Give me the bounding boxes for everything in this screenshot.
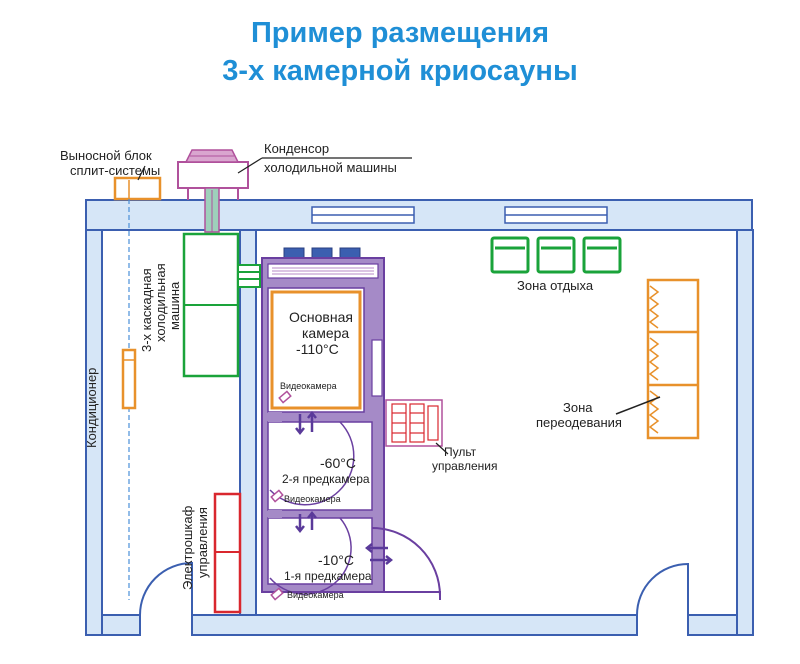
cascade-connector (237, 264, 261, 288)
main-chamber-temp: -110°С (296, 341, 339, 357)
locker-box (646, 278, 700, 440)
rest-zone-label: Зона отдыха (517, 278, 594, 293)
condenser-unit (177, 149, 412, 233)
rest-zone-chairs (490, 236, 622, 274)
arrows-main (295, 410, 317, 436)
prechamber-1 (267, 517, 373, 585)
door-right (636, 562, 689, 616)
condenser-box (177, 161, 249, 189)
prechamber-1-temp: -10°С (318, 552, 354, 568)
conditioner-box (121, 348, 137, 410)
split-unit-box (113, 176, 162, 201)
camera-label-1: Видеокамера (280, 381, 337, 391)
control-panel-label-1: Пульт (444, 445, 477, 459)
changing-zone-label-1: Зона (563, 400, 593, 415)
door-left (139, 561, 193, 616)
main-chamber-inner (270, 290, 362, 410)
bottom-wall-middle (191, 614, 638, 636)
split-label-2: сплит-системы (70, 163, 160, 178)
video-cameras (270, 390, 292, 601)
prechamber-2 (267, 421, 373, 511)
cascade-label-1: 3-х каскадная (139, 268, 154, 352)
conditioner-label: Кондиционер (84, 368, 99, 448)
arrows-entrance (364, 543, 394, 565)
split-label-1: Выносной блок (60, 148, 152, 163)
title-line-2: 3-х камерной криосауны (222, 55, 578, 87)
top-wall (85, 199, 753, 231)
inner-wall (239, 229, 257, 631)
camera-label-3: Видеокамера (287, 590, 344, 600)
camera-label-2: Видеокамера (284, 494, 341, 504)
labels: Выносной блок сплит-системы Конденсор хо… (60, 141, 622, 600)
electric-cabinet (213, 492, 242, 614)
prechamber-1-name: 1-я предкамера (284, 569, 372, 583)
title-line-1: Пример размещения (250, 17, 550, 49)
cabinet-label-1: Электрошкаф (180, 505, 195, 590)
prechamber-2-name: 2-я предкамера (282, 472, 370, 486)
arrows-pre2 (295, 510, 317, 534)
cascade-label-2: холодильная (153, 263, 168, 342)
control-panel (385, 399, 443, 447)
left-wall (85, 229, 103, 636)
camera-icon (270, 489, 284, 503)
right-wall (736, 229, 754, 636)
camera-icon (270, 587, 284, 601)
chair-icon (490, 236, 530, 274)
doors (139, 561, 689, 616)
condenser-label-2: холодильной машины (264, 160, 397, 175)
chair-icon (536, 236, 576, 274)
cascade-label-3: машина (167, 281, 182, 330)
sauna-top-units (283, 247, 361, 259)
prechamber-2-temp: -60°С (320, 455, 356, 471)
cabinet-label-2: управления (195, 507, 210, 578)
changing-zone-lockers (646, 278, 700, 440)
main-chamber-label-1: Основная (289, 309, 353, 325)
changing-zone-label-2: переодевания (536, 415, 622, 430)
windows (311, 206, 608, 224)
flow-arrows (295, 410, 394, 565)
conditioner-unit (121, 348, 137, 410)
main-chamber-label-2: камера (302, 325, 349, 341)
camera-icon (278, 390, 292, 404)
condenser-label-1: Конденсор (264, 141, 329, 156)
walls (85, 199, 754, 636)
cryosauna (261, 247, 441, 600)
bottom-wall-left (101, 614, 141, 636)
cascade-machine (182, 232, 261, 378)
chair-icon (582, 236, 622, 274)
diagram-title: Пример размещения 3-х камерной криосауны (0, 14, 800, 90)
bottom-wall-right (687, 614, 738, 636)
control-panel-label-2: управления (432, 459, 497, 473)
sauna-entrance-door (371, 527, 441, 597)
